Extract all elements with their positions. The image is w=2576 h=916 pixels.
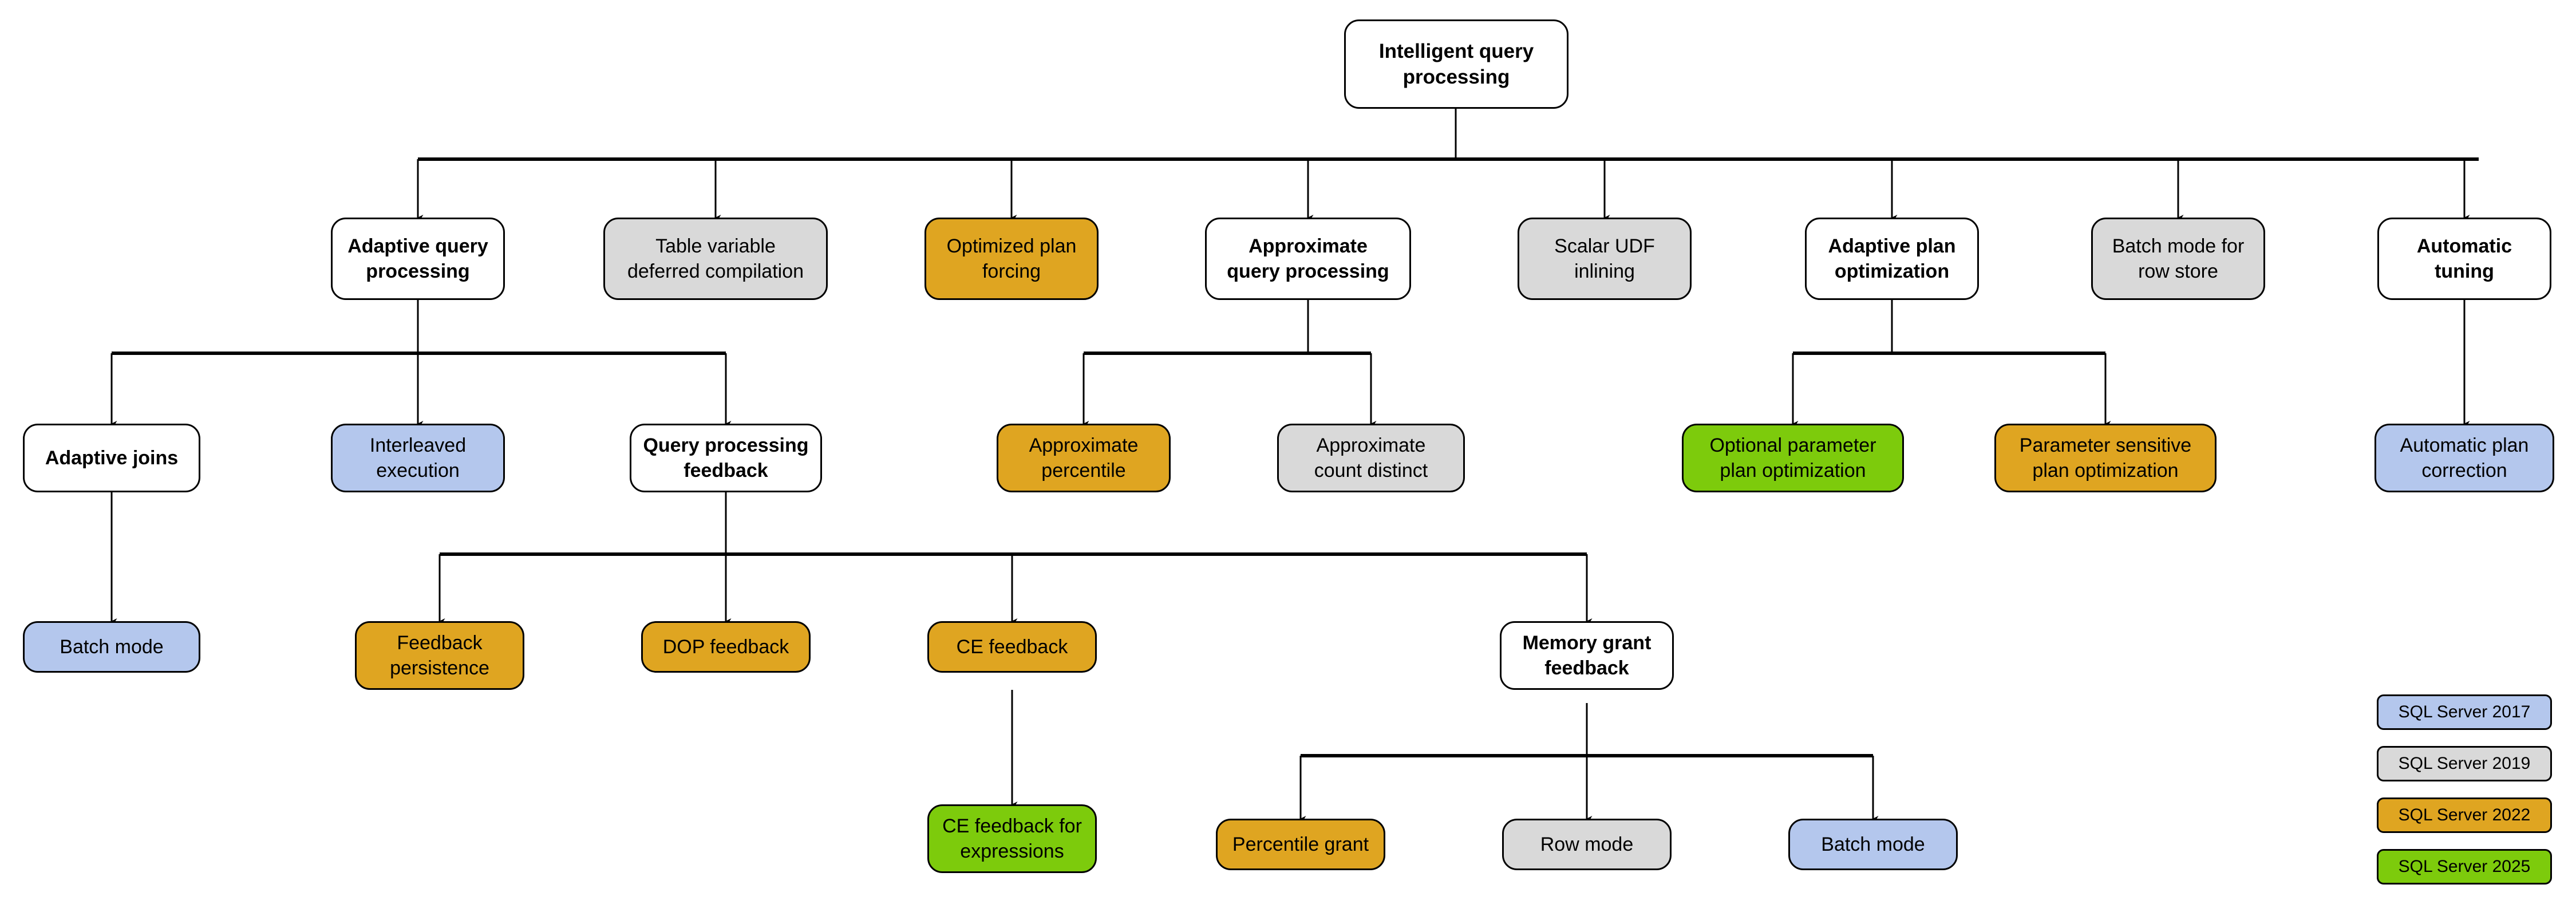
node-optional-parameter-plan-optimization[interactable]: Optional parameter plan optimization xyxy=(1682,424,1904,492)
node-approximate-query-processing[interactable]: Approximate query processing xyxy=(1205,218,1411,300)
node-ce-feedback-for-expressions[interactable]: CE feedback for expressions xyxy=(927,804,1097,873)
node-approximate-count-distinct[interactable]: Approximate count distinct xyxy=(1277,424,1465,492)
node-automatic-tuning[interactable]: Automatic tuning xyxy=(2377,218,2551,300)
legend-item-sql-server-2017: SQL Server 2017 xyxy=(2377,694,2552,730)
node-approximate-percentile[interactable]: Approximate percentile xyxy=(997,424,1171,492)
node-query-processing-feedback[interactable]: Query processing feedback xyxy=(630,424,822,492)
node-interleaved-execution[interactable]: Interleaved execution xyxy=(331,424,505,492)
node-memory-grant-feedback[interactable]: Memory grant feedback xyxy=(1500,621,1674,690)
node-feedback-persistence[interactable]: Feedback persistence xyxy=(355,621,524,690)
legend-item-sql-server-2022: SQL Server 2022 xyxy=(2377,797,2552,833)
node-ce-feedback[interactable]: CE feedback xyxy=(927,621,1097,673)
legend-label-2017: SQL Server 2017 xyxy=(2398,702,2531,721)
node-automatic-plan-correction[interactable]: Automatic plan correction xyxy=(2374,424,2554,492)
legend-item-sql-server-2025: SQL Server 2025 xyxy=(2377,849,2552,885)
node-intelligent-query-processing[interactable]: Intelligent query processing xyxy=(1344,19,1568,109)
legend-item-sql-server-2019: SQL Server 2019 xyxy=(2377,746,2552,781)
node-percentile-grant[interactable]: Percentile grant xyxy=(1216,819,1385,870)
node-batch-mode-for-row-store[interactable]: Batch mode for row store xyxy=(2091,218,2265,300)
legend-label-2022: SQL Server 2022 xyxy=(2398,806,2531,824)
node-optimized-plan-forcing[interactable]: Optimized plan forcing xyxy=(924,218,1099,300)
node-batch-mode-adaptive-joins[interactable]: Batch mode xyxy=(23,621,200,673)
legend-label-2019: SQL Server 2019 xyxy=(2398,754,2531,773)
node-scalar-udf-inlining[interactable]: Scalar UDF inlining xyxy=(1518,218,1692,300)
node-parameter-sensitive-plan-optimization[interactable]: Parameter sensitive plan optimization xyxy=(1994,424,2217,492)
legend-label-2025: SQL Server 2025 xyxy=(2398,857,2531,876)
node-row-mode[interactable]: Row mode xyxy=(1502,819,1672,870)
node-table-variable-deferred-compilation[interactable]: Table variable deferred compilation xyxy=(603,218,828,300)
node-dop-feedback[interactable]: DOP feedback xyxy=(641,621,811,673)
node-adaptive-query-processing[interactable]: Adaptive query processing xyxy=(331,218,505,300)
node-adaptive-joins[interactable]: Adaptive joins xyxy=(23,424,200,492)
node-batch-mode-memory-grant[interactable]: Batch mode xyxy=(1788,819,1958,870)
node-adaptive-plan-optimization[interactable]: Adaptive plan optimization xyxy=(1805,218,1979,300)
